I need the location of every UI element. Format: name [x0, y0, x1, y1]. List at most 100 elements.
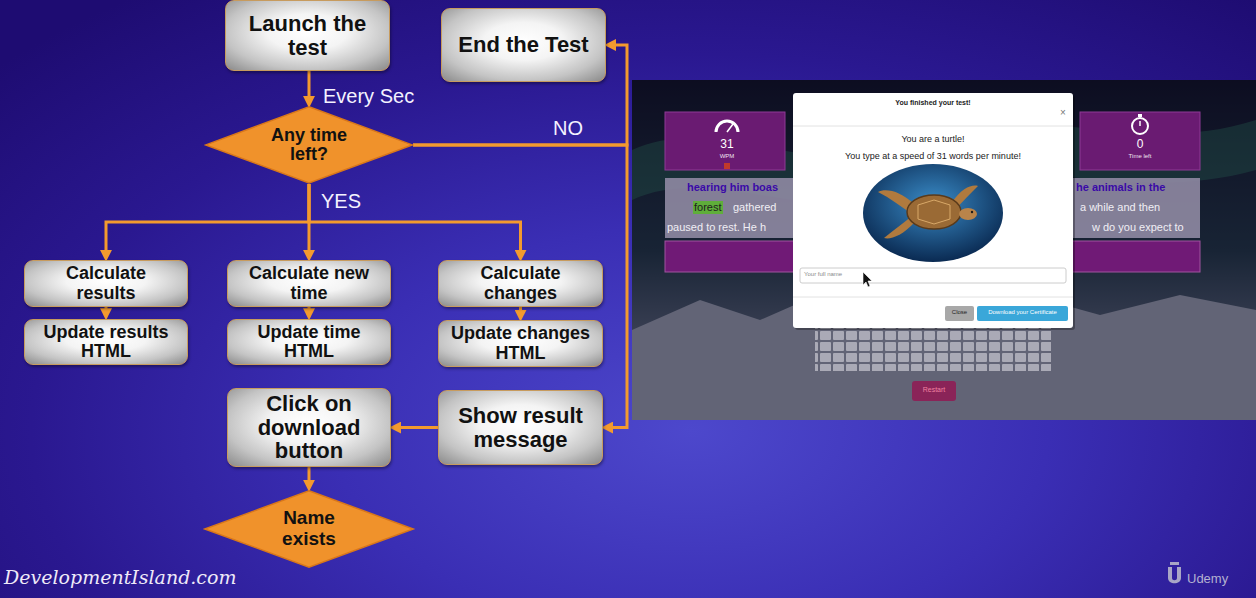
button-text: Restart [923, 386, 946, 394]
text-block: Show result message [451, 404, 591, 452]
text-block: Launch the test [243, 12, 373, 60]
gauge-icon [716, 121, 738, 132]
text-block: Update results HTML [36, 323, 176, 362]
node-label: Name exists [282, 507, 336, 549]
node-text: Calculate changes [451, 264, 591, 303]
edge-label: Every Sec [323, 84, 414, 108]
button-text: Download your Certificate [988, 309, 1057, 316]
turtle-eye [971, 211, 973, 213]
mouse-cursor [863, 272, 872, 287]
process-box: Update time HTML [227, 319, 391, 366]
decision-diamond: Any time left? [205, 106, 413, 184]
shell-pattern [918, 200, 950, 224]
flow-arrow [308, 71, 311, 97]
node-text: End the Test [449, 33, 599, 57]
passage-text: a while and then [1080, 201, 1160, 214]
turtle-shell [907, 195, 961, 229]
modal-divider [793, 297, 1073, 298]
close-button [945, 306, 974, 321]
node-label: Calculate changes [480, 263, 560, 302]
node-label: Launch the test [249, 11, 366, 60]
flow-arrow [309, 184, 521, 251]
text-block: Name exists [269, 508, 349, 549]
watermark: DevelopmentIsland.com [4, 566, 236, 589]
node-label: Calculate new time [249, 263, 369, 302]
process-box: Update results HTML [24, 319, 188, 366]
stat-caption: WPM [720, 153, 735, 160]
node-text: Calculate new time [239, 264, 379, 303]
stat-panel [665, 112, 785, 170]
process-box: End the Test [441, 8, 606, 82]
text-block: Update time HTML [239, 323, 379, 362]
download-button [977, 306, 1068, 321]
stat-value: 31 [720, 137, 733, 151]
stopwatch-button [1138, 114, 1142, 117]
turtle-photo [863, 164, 1003, 262]
result-text: You type at a speed of 31 words per minu… [845, 151, 1021, 162]
edge-label: YES [321, 189, 361, 213]
stopwatch-icon [1132, 118, 1148, 134]
badge [724, 163, 730, 169]
udemy-logo [1168, 567, 1181, 583]
process-box: Calculate new time [227, 260, 391, 307]
text-block: Any time left? [263, 126, 355, 165]
modal-backdrop [632, 80, 1256, 420]
process-box: Show result message [438, 390, 603, 465]
current-word: forest [693, 201, 723, 214]
node-text: Launch the test [243, 12, 373, 60]
gauge-needle [727, 124, 733, 132]
flow-arrow [308, 467, 311, 481]
flow-arrow [308, 307, 311, 310]
result-heading: You are a turtle! [901, 134, 964, 145]
modal-dialog [793, 93, 1073, 328]
node-text: Update changes HTML [451, 324, 591, 363]
edge-label: NO [553, 116, 583, 140]
button-text: Close [952, 309, 967, 316]
text-block: Calculate results [36, 264, 176, 303]
modal-title: You finished your test! [895, 99, 970, 107]
stat-panel [1080, 112, 1200, 170]
keyboard [815, 327, 1051, 371]
node-text: Show result message [451, 404, 591, 452]
flow-arrow [400, 426, 438, 429]
stat-caption: Time left [1129, 153, 1152, 160]
node-label: Show result message [458, 403, 583, 452]
text-block: End the Test [449, 33, 599, 57]
close-icon: × [1060, 107, 1066, 119]
diamond-shape [206, 107, 413, 183]
modal-divider [793, 126, 1073, 127]
flow-arrow [413, 145, 627, 428]
node-label: Update changes HTML [451, 323, 590, 362]
text-block: Update changes HTML [451, 324, 591, 363]
node-label: End the Test [458, 32, 588, 57]
process-box: Update changes HTML [438, 320, 603, 367]
passage-text: gathered [733, 201, 776, 214]
node-label: Update results HTML [43, 322, 168, 361]
udemy-logo [1170, 562, 1179, 565]
node-text: Update time HTML [239, 323, 379, 362]
watermark: Udemy [1187, 571, 1228, 587]
input-placeholder: Your full name [804, 271, 842, 278]
passage-text: w do you expect to [1092, 221, 1184, 234]
passage-text: hearing him boas [687, 181, 778, 194]
node-label: Calculate results [66, 263, 146, 302]
flow-arrow [106, 184, 309, 251]
stat-value: 0 [1137, 137, 1144, 151]
name-input [800, 268, 1066, 283]
passage-text: he animals in the [1076, 181, 1165, 194]
stopwatch-hand [1139, 121, 1141, 126]
node-text: Calculate results [36, 264, 176, 303]
node-text: Any time left? [263, 126, 355, 165]
passage-text: paused to rest. He h [667, 221, 766, 234]
restart-button [912, 381, 956, 401]
diamond-shape [205, 491, 414, 568]
turtle-head [959, 208, 977, 220]
screenshot-background [632, 80, 1256, 420]
node-text: Update results HTML [36, 323, 176, 362]
process-box: Launch the test [225, 0, 390, 71]
flow-arrow [105, 307, 108, 310]
node-label: Click on download button [258, 391, 361, 464]
process-box: Calculate changes [438, 260, 603, 307]
text-block: Calculate changes [451, 264, 591, 303]
